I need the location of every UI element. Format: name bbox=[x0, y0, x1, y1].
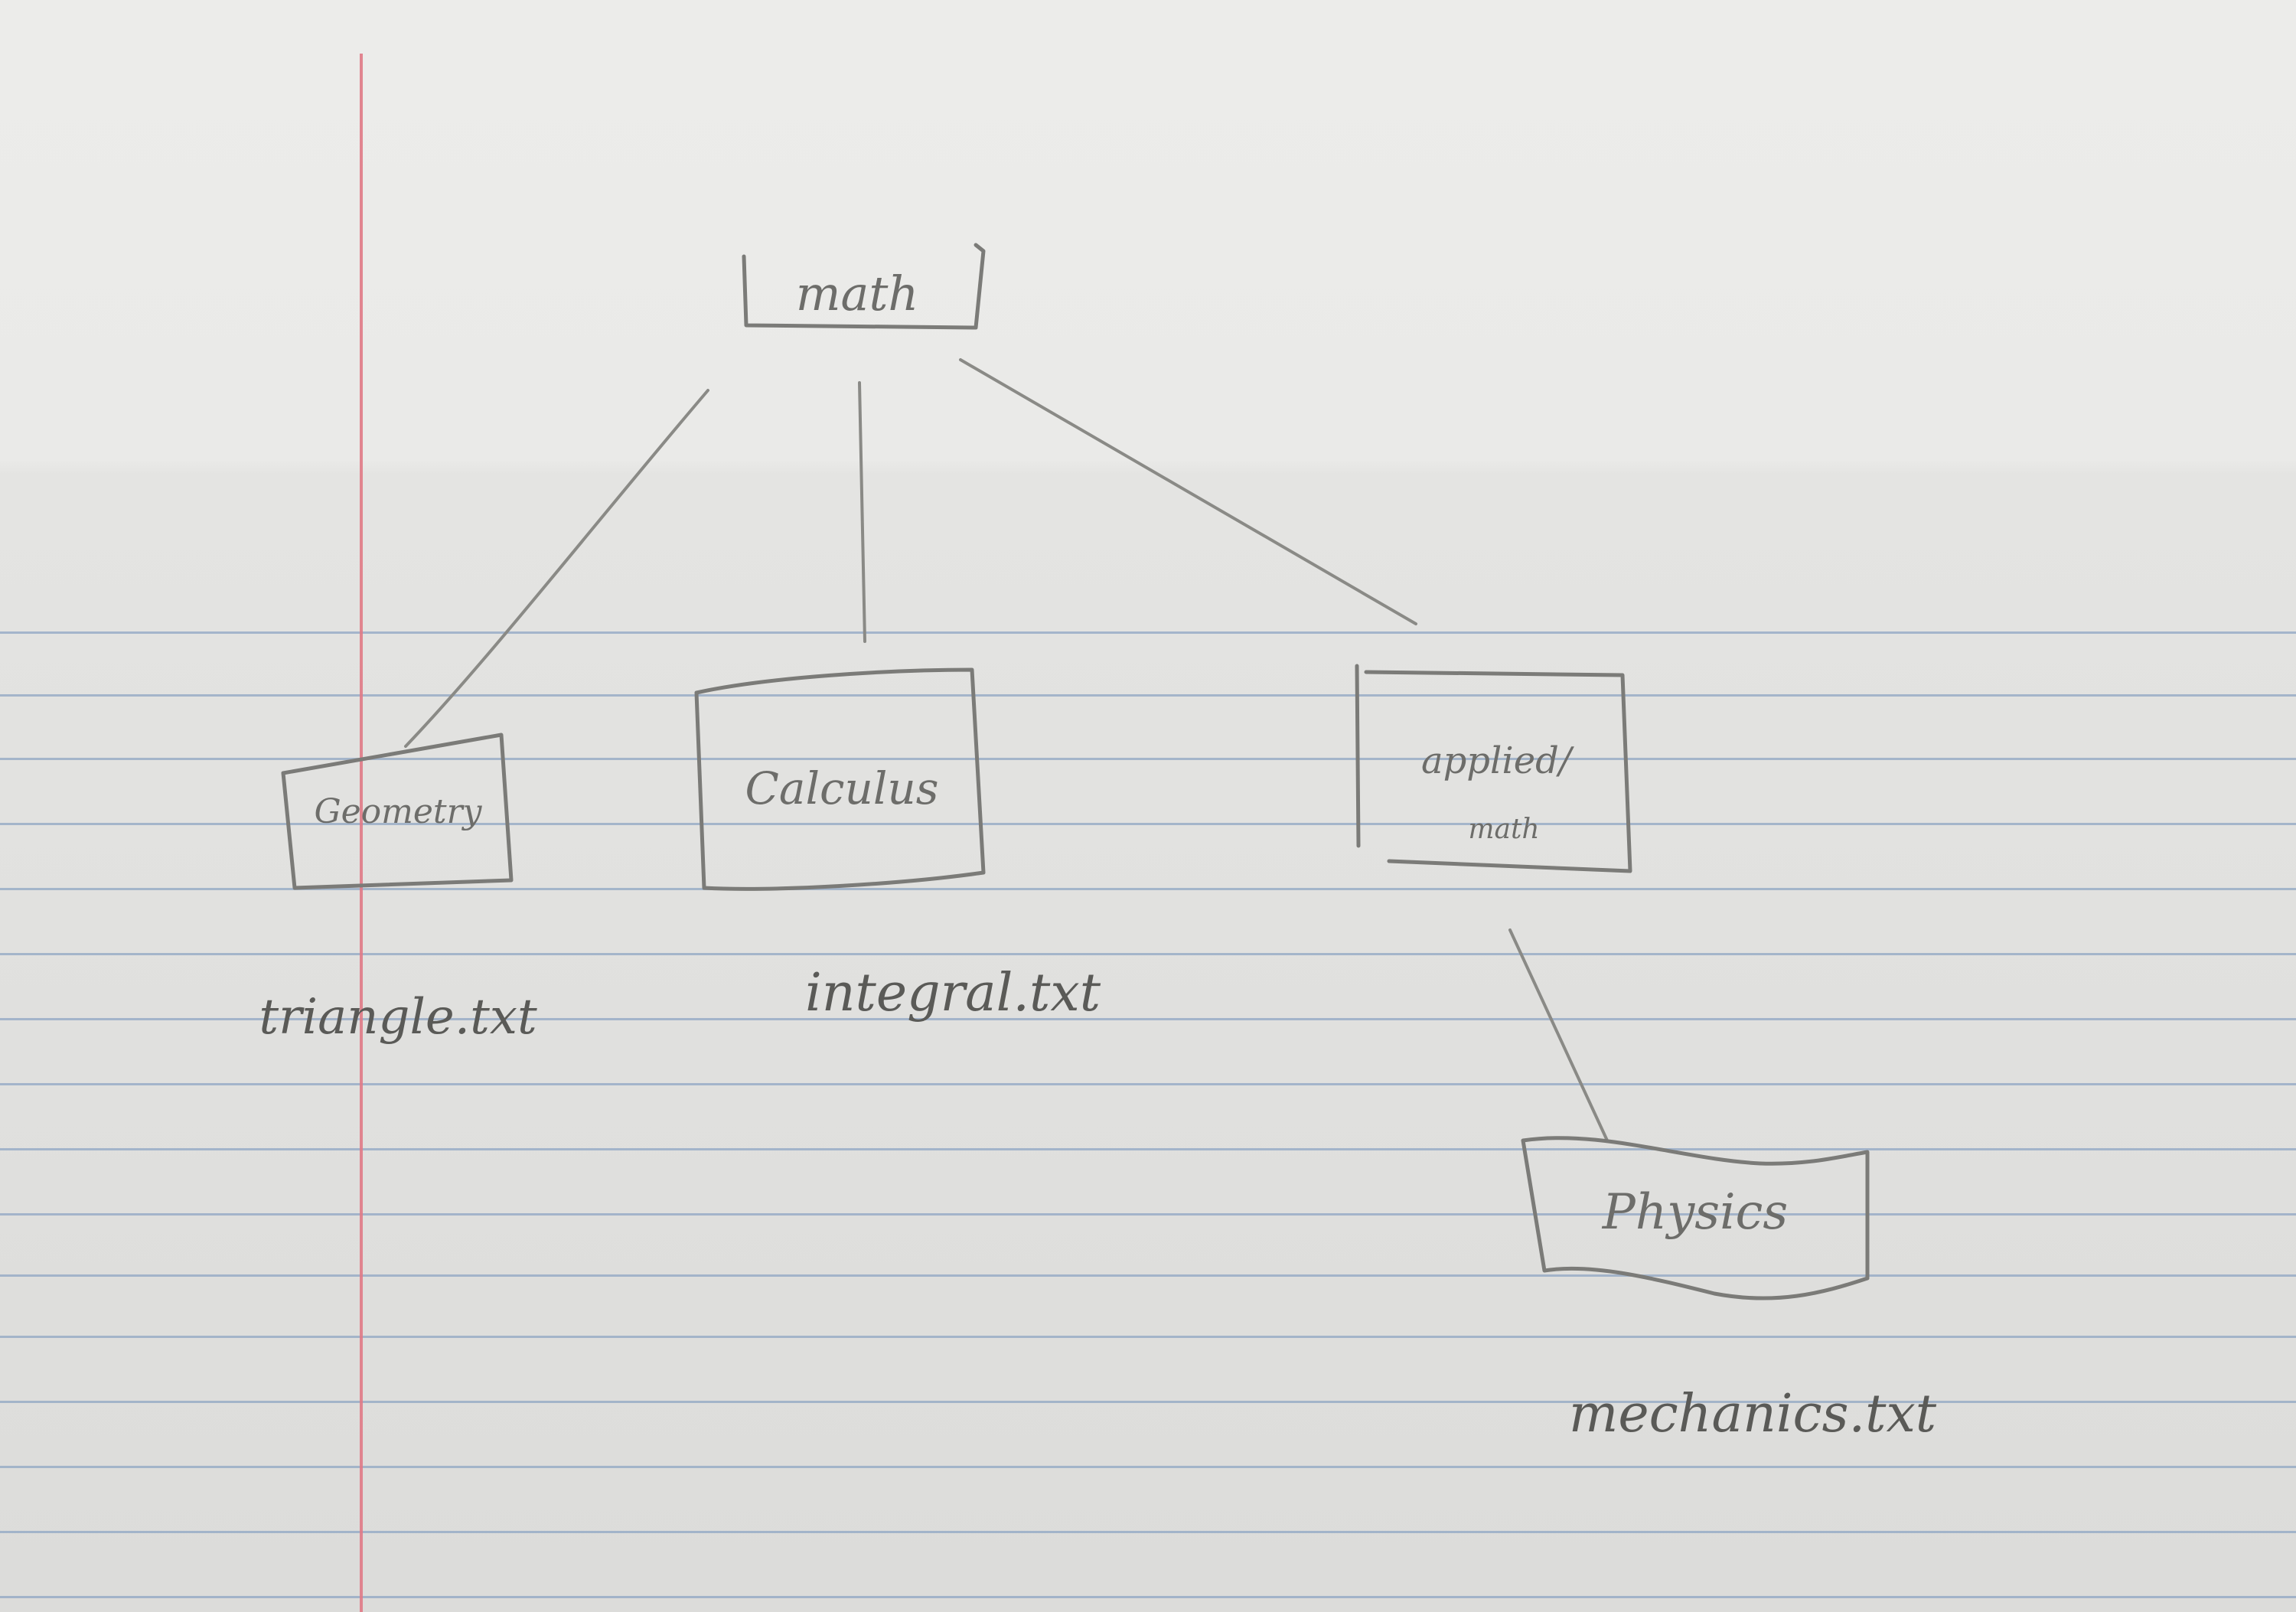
node-box bbox=[1521, 1136, 1870, 1300]
node-label: math bbox=[796, 266, 919, 321]
node-label: Physics bbox=[1602, 1184, 1788, 1241]
ruled-line bbox=[0, 1596, 2296, 1598]
node-box bbox=[694, 667, 986, 891]
file-label: triangle.txt bbox=[259, 989, 537, 1046]
file-label: integral.txt bbox=[805, 963, 1101, 1023]
ruled-line bbox=[0, 888, 2296, 890]
margin-line bbox=[360, 54, 363, 1612]
node-box bbox=[742, 243, 986, 330]
ruled-line bbox=[0, 1148, 2296, 1150]
node-label-line2: math bbox=[1468, 814, 1539, 845]
node-label: Geometry bbox=[314, 792, 482, 831]
ruled-line bbox=[0, 953, 2296, 955]
edge-root-applied bbox=[959, 358, 1417, 625]
file-label: mechanics.txt bbox=[1569, 1384, 1937, 1444]
ruled-line bbox=[0, 1083, 2296, 1085]
node-label-line1: applied/ bbox=[1421, 739, 1575, 782]
ruled-line bbox=[0, 1336, 2296, 1338]
node-applied-math: applied/ math bbox=[1355, 664, 1632, 873]
node-box bbox=[1364, 670, 1632, 873]
node-math: math bbox=[742, 243, 986, 330]
ruled-line bbox=[0, 1274, 2296, 1277]
ruled-line bbox=[0, 823, 2296, 825]
node-label: Calculus bbox=[745, 762, 938, 814]
ruled-line bbox=[0, 1531, 2296, 1533]
edge-root-geometry bbox=[404, 389, 709, 748]
node-geometry: Geometry triangle.txt bbox=[259, 733, 537, 1046]
ruled-line bbox=[0, 1466, 2296, 1468]
ruled-line bbox=[0, 694, 2296, 697]
node-box bbox=[281, 733, 514, 890]
ruled-line bbox=[0, 1018, 2296, 1020]
node-box-side bbox=[1355, 664, 1361, 848]
node-calculus: Calculus integral.txt bbox=[694, 667, 1101, 1023]
node-physics: Physics mechanics.txt bbox=[1521, 1136, 1937, 1444]
ruled-line bbox=[0, 758, 2296, 760]
ruled-line bbox=[0, 1401, 2296, 1403]
edge-root-calculus bbox=[858, 381, 866, 643]
ruled-line bbox=[0, 1213, 2296, 1216]
ruled-line bbox=[0, 631, 2296, 634]
edge-applied-physics bbox=[1508, 928, 1609, 1142]
